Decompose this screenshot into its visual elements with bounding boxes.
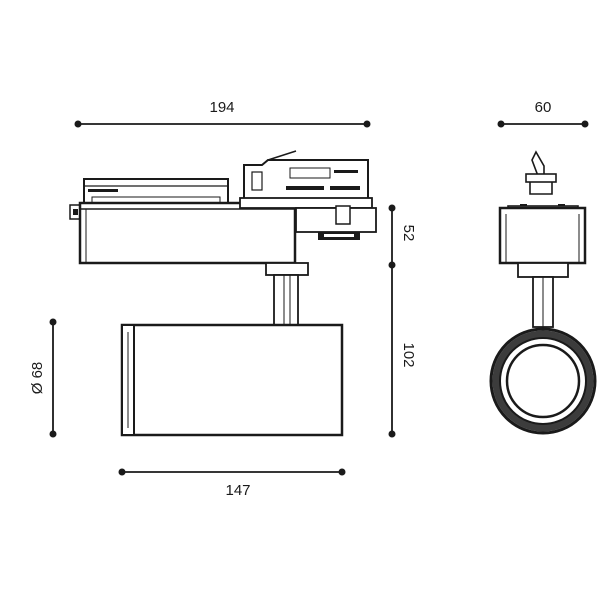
- side-view: [69, 150, 377, 437]
- label-overall-width: 194: [209, 99, 234, 116]
- dimension-head-length: 147: [118, 468, 346, 499]
- dimension-head-height: 102: [388, 265, 417, 438]
- dimension-overall-width: 194: [74, 99, 371, 128]
- driver-housing: [78, 201, 297, 265]
- label-head-length: 147: [225, 482, 250, 499]
- front-view: [489, 150, 597, 435]
- dimension-diameter: Ø 68: [29, 318, 57, 438]
- lamp-head: [120, 323, 344, 437]
- label-side-width: 60: [535, 99, 552, 116]
- lamp-head-front: [489, 327, 597, 435]
- label-head-height: 102: [400, 342, 417, 367]
- label-diameter: Ø 68: [29, 362, 46, 395]
- label-adapter-height: 52: [400, 225, 417, 242]
- dimension-side-width: 60: [497, 99, 589, 128]
- track-adapter: [239, 150, 377, 240]
- swivel-joint: [265, 262, 309, 328]
- control-box: [83, 178, 229, 204]
- dimension-adapter-height: 52: [388, 204, 417, 269]
- front-housing: [498, 206, 587, 265]
